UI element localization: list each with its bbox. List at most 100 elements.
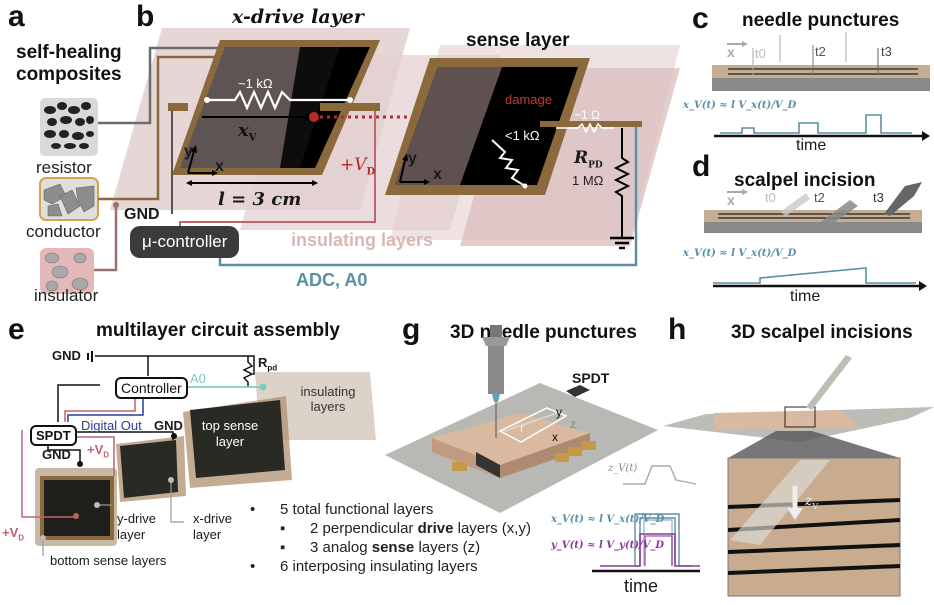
d-scalpel-t0 xyxy=(780,193,810,216)
e-bullet-4: •6 interposing insulating layers xyxy=(250,558,478,575)
e-gnd-top: GND xyxy=(52,348,81,363)
axis-arrows-xdrive xyxy=(191,145,197,153)
g-zv-label: z_V(t) xyxy=(608,463,638,474)
c-formula: x_V(t) ≈ l V_x(t)/V_D xyxy=(683,100,797,111)
e-insulating-layers-label: insulating layers xyxy=(300,384,356,414)
e-bullet-2: ▪2 perpendicular drive layers (x,y) xyxy=(280,520,531,537)
e-spdt-box: SPDT xyxy=(30,425,77,446)
sense-axis-y-label: y xyxy=(408,150,417,167)
panel-c-title: needle punctures xyxy=(742,10,900,31)
conductor-material-icon xyxy=(39,177,99,221)
d-formula: x_V(t) ≈ l V_x(t)/V_D xyxy=(683,248,797,259)
e-gnd-bottom: GND xyxy=(42,447,71,462)
e-y-drive-layer xyxy=(44,480,110,536)
conductor-label: conductor xyxy=(26,222,101,241)
e-rpd-sub: pd xyxy=(267,363,278,373)
panel-label-h: h xyxy=(668,313,687,346)
d-time-label: time xyxy=(790,288,821,305)
g-formula-y: y_V(t) ≈ l V_y(t)/V_D xyxy=(551,540,665,551)
resistor-symbol xyxy=(207,89,350,111)
h-zv-arrow xyxy=(787,508,803,520)
g-axis-y: y xyxy=(556,405,562,419)
xv-label-sub: V xyxy=(248,132,257,144)
adc-label: ADC, A0 xyxy=(296,270,368,290)
g-block-top xyxy=(432,413,590,465)
sense-resistor-symbol xyxy=(491,139,526,187)
axis-y-label: y xyxy=(184,143,193,160)
d-substrate xyxy=(704,222,922,233)
e-bullet-1: •5 total functional layers xyxy=(250,501,434,518)
g-time-label: time xyxy=(624,576,659,596)
c-signal-trace xyxy=(720,114,912,134)
gnd-label: GND xyxy=(124,206,160,223)
e-bullet-3-pre: 3 analog xyxy=(310,539,372,556)
c-time-t0: t0 xyxy=(755,46,766,61)
axis-arrows-sense xyxy=(402,153,408,161)
insulator-label: insulator xyxy=(34,286,99,305)
panel-label-c: c xyxy=(692,2,709,35)
g-syringe xyxy=(488,346,504,394)
e-a0-label: A0 xyxy=(190,371,206,386)
sense-axis-x-label: x xyxy=(433,166,442,183)
microcontroller-box: μ-controller xyxy=(130,226,240,258)
d-time-t0: t0 xyxy=(765,190,776,205)
e-rpd-text: R xyxy=(258,355,268,370)
d-time-t2: t2 xyxy=(814,190,825,205)
c-substrate xyxy=(712,78,930,91)
c-time-t3: t3 xyxy=(881,44,892,59)
e-vd2-text: +V xyxy=(2,525,19,540)
damage-point-x xyxy=(309,112,319,122)
e-bullet-4-text: 6 interposing insulating layers xyxy=(280,558,478,575)
rpd-value: 1 MΩ xyxy=(572,173,604,188)
e-top-sense-label: top sense layer xyxy=(201,418,259,449)
e-bullet-3-bold: sense xyxy=(371,539,415,556)
e-digital-out-wire xyxy=(67,397,144,422)
e-bullet-2-pre: 2 perpendicular xyxy=(310,520,418,537)
g-r-label: r xyxy=(520,421,524,435)
panel-h-title: 3D scalpel incisions xyxy=(731,322,913,343)
panel-a-title: self-healing composites xyxy=(16,42,122,86)
panel-e-title: multilayer circuit assembly xyxy=(96,320,340,341)
e-x-drive-layer xyxy=(120,440,178,498)
e-digital-out-label: Digital Out xyxy=(81,418,142,433)
h-zv-text: z xyxy=(805,493,813,509)
resistor-value-label: ~1 kΩ xyxy=(238,76,273,91)
e-rpd-label: Rpd xyxy=(258,355,277,373)
c-direction-arrow xyxy=(742,41,748,47)
e-bullet-list: •5 total functional layers ▪2 perpendicu… xyxy=(250,500,531,576)
e-bullet-3: ▪3 analog sense layers (z) xyxy=(280,539,481,556)
e-vd2-sub: D xyxy=(18,533,25,543)
panel-label-e: e xyxy=(8,313,25,346)
e-bullet-2-bold: drive xyxy=(417,520,454,537)
g-r-vector xyxy=(501,411,561,433)
d-scalpel-t3 xyxy=(884,182,922,216)
x-drive-layer-title: x-drive layer xyxy=(232,6,364,28)
insulating-layers-label: insulating layers xyxy=(291,230,434,250)
axis-x-label: x xyxy=(215,158,224,175)
e-vd2-label: +VD xyxy=(2,525,24,543)
length-label: l = 3 cm xyxy=(218,189,301,210)
c-direction-label: x xyxy=(727,44,735,60)
panel-a-title-line2: composites xyxy=(16,64,122,85)
rpd-label-text: R xyxy=(574,148,589,168)
d-layer-stack xyxy=(704,210,922,222)
d-direction-arrow xyxy=(742,189,748,195)
e-vd1-text: +V xyxy=(87,442,104,457)
e-top-sense-layer xyxy=(190,400,285,478)
resistor-label: resistor xyxy=(36,158,92,177)
e-vd1-label: +VD xyxy=(87,442,109,460)
h-scalpel xyxy=(806,355,852,410)
d-signal-trace xyxy=(713,267,916,284)
e-rpd-symbol xyxy=(242,356,254,387)
x-drive-layer-title-text: x-drive layer xyxy=(232,6,364,28)
insulator-wire xyxy=(94,205,118,272)
g-axis-z: z xyxy=(570,417,576,431)
e-bullet-1-text: 5 total functional layers xyxy=(280,501,434,518)
e-bottom-sense-label: bottom sense layers xyxy=(50,553,167,568)
panel-label-a: a xyxy=(8,0,25,33)
panel-label-g: g xyxy=(402,313,421,346)
d-direction-label: x xyxy=(727,192,735,208)
